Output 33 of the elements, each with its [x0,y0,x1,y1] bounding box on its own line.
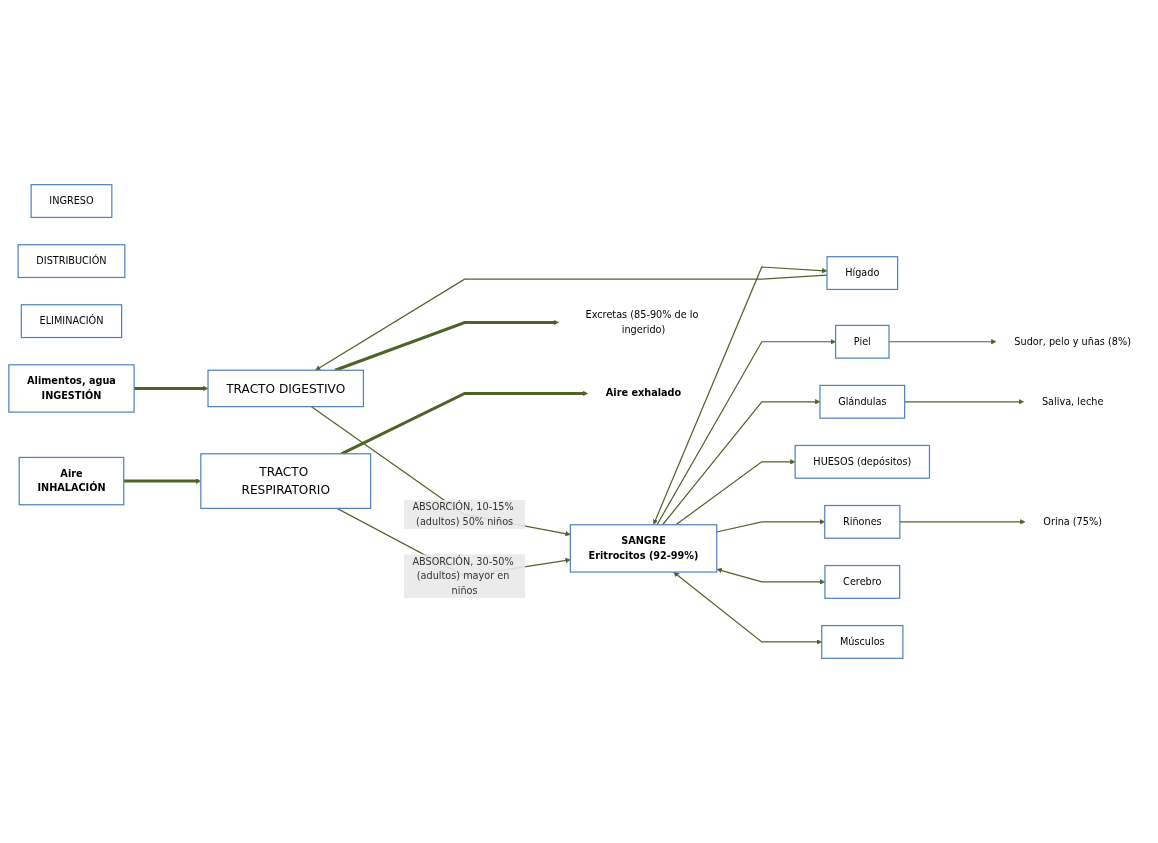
node-box: Alimentos, agua INGESTIÓN [8,364,135,413]
node-text: Orina (75%) [1043,515,1102,528]
arrow [315,274,828,371]
node-box: Riñones [824,504,901,539]
node-box: INGRESO [30,184,113,219]
arrow [134,385,209,392]
node-box: Aire INHALACIÓN [18,456,125,506]
arrow [656,339,836,526]
node-box: SANGRE Eritrocitos (92-99%) [569,524,718,573]
node-box: TRACTO RESPIRATORIO [200,453,372,509]
arrow [652,266,828,525]
node-box: ELIMINACIÓN [20,304,123,339]
node-box: Piel [835,324,890,359]
edge-label: ABSORCIÓN, 10-15% (adultos) 50% niños [412,501,514,528]
arrow [899,519,1026,525]
node-box: Músculos [821,624,904,659]
arrow [673,571,822,645]
node-text: Saliva, leche [1041,395,1104,408]
arrow [675,459,796,526]
node-text: Excretas (85-90% de lo ingerido) [585,309,699,336]
node-box: DISTRIBUCIÓN [17,244,126,279]
arrow [334,319,559,372]
arrow [904,399,1024,405]
node-box: Hígado [826,256,899,291]
node-text: Sudor, pelo y uñas (8%) [1014,335,1131,348]
node-box: HUESOS (depósitos) [794,444,931,479]
node-text: Aire exhalado [605,387,682,399]
node-box: Glándulas [819,384,906,419]
node-box: Cerebro [824,564,901,599]
arrow [310,406,571,537]
edge-label: ABSORCIÓN, 30-50% (adultos) mayor en niños [412,555,514,597]
node-box: TRACTO DIGESTIVO [207,369,364,408]
arrow [716,519,825,533]
